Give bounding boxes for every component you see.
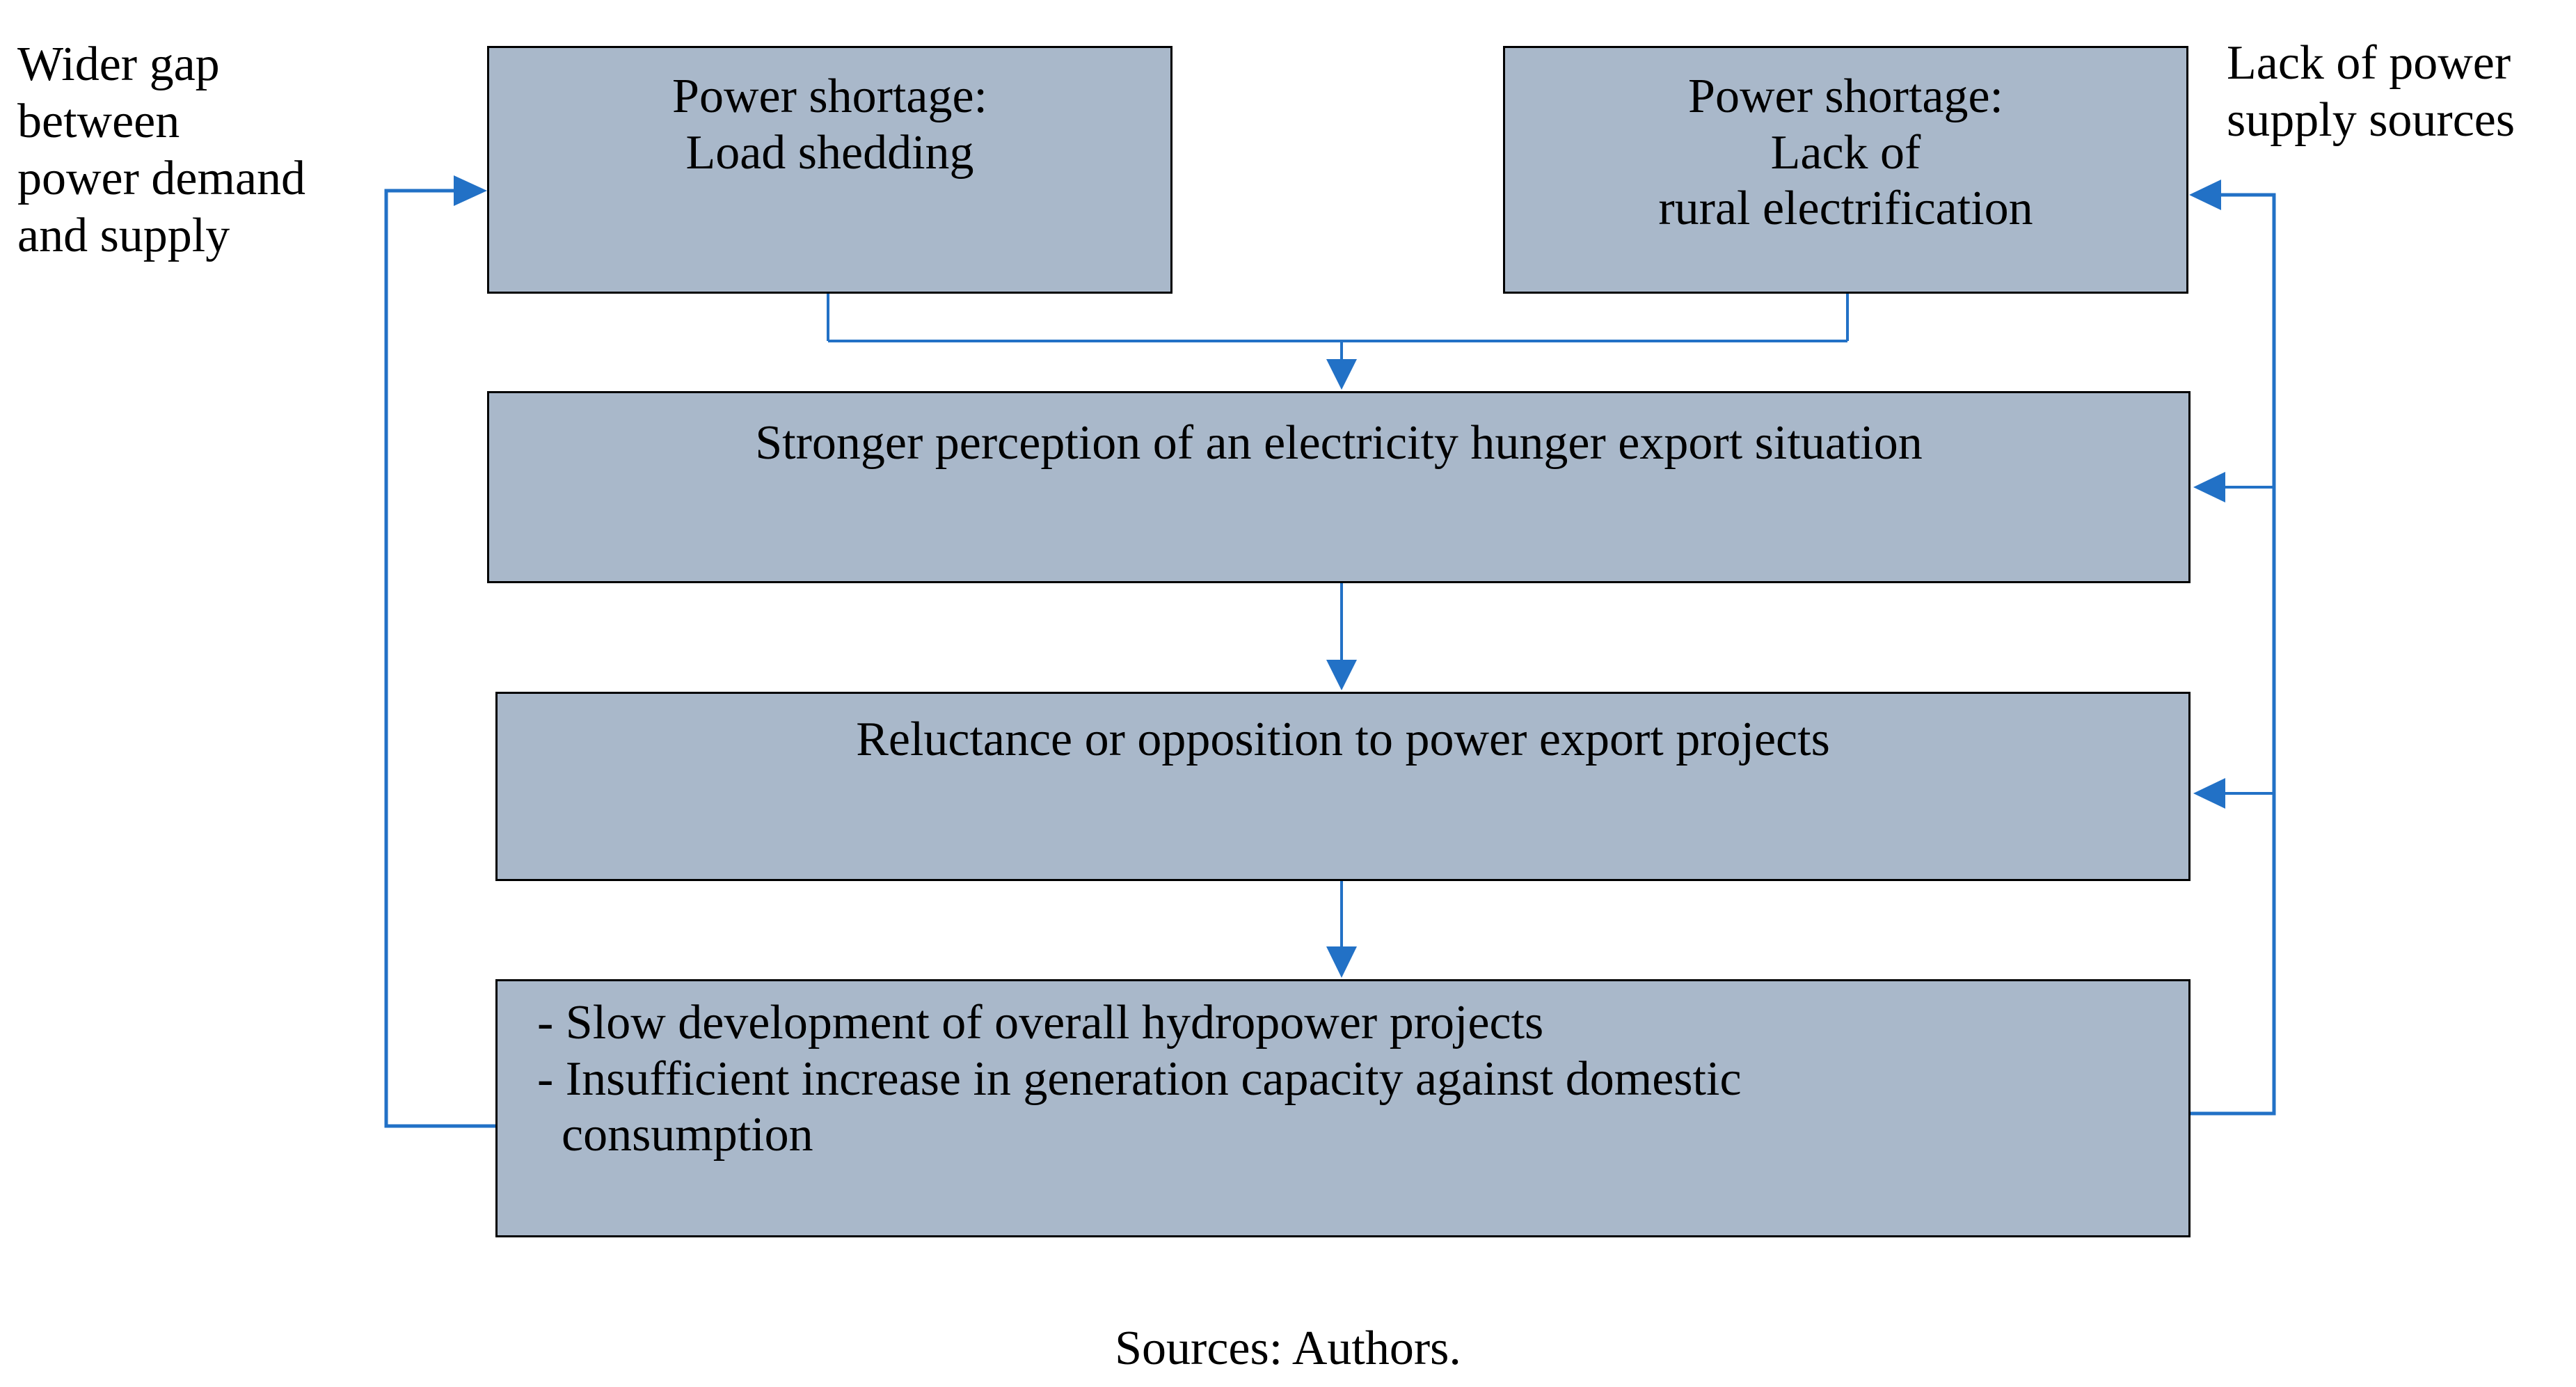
box-reluctance: Reluctance or opposition to power export…	[495, 692, 2191, 881]
box-load-shedding-text: Power shortage: Load shedding	[672, 70, 987, 180]
box-perception-text: Stronger perception of an electricity hu…	[755, 416, 1923, 470]
box-consequences: - Slow development of overall hydropower…	[495, 979, 2191, 1237]
box-reluctance-text: Reluctance or opposition to power export…	[856, 713, 1830, 766]
connector-right-feedback-loop	[2191, 193, 2276, 1116]
left-side-note: Wider gap between power demand and suppl…	[17, 38, 306, 262]
box-rural-electrification: Power shortage: Lack of rural electrific…	[1503, 46, 2188, 294]
arrowhead-into-reluctance-top	[1326, 660, 1357, 690]
arrowhead-into-consequences-top	[1326, 946, 1357, 978]
sources-note: Sources: Authors.	[1115, 1322, 1461, 1375]
arrowhead-into-rural	[2189, 180, 2221, 210]
box-load-shedding: Power shortage: Load shedding	[487, 46, 1172, 294]
arrowhead-into-load-shedding	[454, 175, 487, 206]
box-perception: Stronger perception of an electricity hu…	[487, 391, 2191, 583]
box-rural-electrification-text: Power shortage: Lack of rural electrific…	[1658, 70, 2033, 235]
arrowhead-into-perception-top	[1326, 359, 1357, 390]
right-side-note: Lack of power supply sources	[2227, 36, 2515, 147]
arrowhead-into-reluctance-right	[2193, 778, 2225, 809]
arrowhead-into-perception-right	[2193, 472, 2225, 502]
box-consequences-text: - Slow development of overall hydropower…	[537, 996, 1742, 1162]
connector-left-feedback-loop	[384, 189, 495, 1128]
